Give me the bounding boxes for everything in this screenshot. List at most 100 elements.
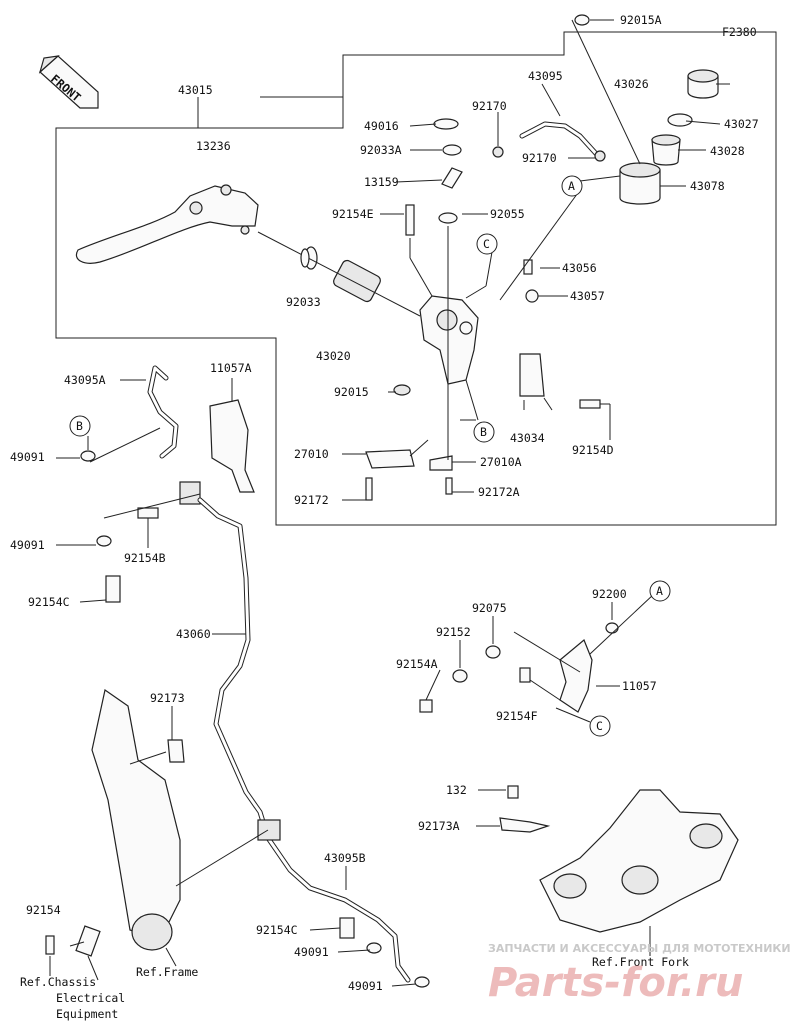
label-49091-lower1: 49091 <box>294 945 329 959</box>
label-92172: 92172 <box>294 493 329 507</box>
callout-c-upper <box>476 233 498 255</box>
callout-a-upper <box>561 175 583 197</box>
clamp-holder <box>519 353 545 397</box>
label-13236: 13236 <box>196 139 231 153</box>
watermark-logo: Parts-for.ru <box>488 960 743 1006</box>
label-43028: 43028 <box>710 144 745 158</box>
hose-clip-upper <box>492 146 504 158</box>
label-43026: 43026 <box>614 77 649 91</box>
master-cylinder-body <box>419 295 479 385</box>
bolt-92154B <box>137 507 159 519</box>
label-92173: 92173 <box>150 691 185 705</box>
label-92173A: 92173A <box>418 819 460 833</box>
bolt-92154F <box>519 667 531 683</box>
label-92075: 92075 <box>472 601 507 615</box>
watermark-tagline: ЗАПЧАСТИ И АКСЕССУАРЫ ДЛЯ МОТОТЕХНИКИ <box>488 942 791 955</box>
bolt-92154C-lower <box>339 917 355 939</box>
hose-clip-lower <box>594 150 606 162</box>
label-11057A: 11057A <box>210 361 252 375</box>
label-92154C-lower: 92154C <box>256 923 298 937</box>
label-49016: 49016 <box>364 119 399 133</box>
fork-hole-right <box>689 823 723 849</box>
label-43027: 43027 <box>724 117 759 131</box>
frame-section <box>91 688 181 941</box>
bolt-92154D <box>579 399 601 409</box>
label-92152: 92152 <box>436 625 471 639</box>
assembly-outline <box>55 31 777 526</box>
callout-b-lower <box>69 415 91 437</box>
label-43034: 43034 <box>510 431 545 445</box>
hose-joint <box>257 819 281 841</box>
label-49091-mid: 49091 <box>10 538 45 552</box>
callout-a-lower <box>649 580 671 602</box>
label-92170-upper: 92170 <box>472 99 507 113</box>
grommet-92152 <box>452 669 468 683</box>
clamp-92173A <box>499 817 551 833</box>
bleeder-cap <box>525 289 539 303</box>
washer-92200 <box>605 622 619 634</box>
switch-27010A <box>429 455 453 471</box>
label-92154F: 92154F <box>496 709 538 723</box>
o-ring <box>438 212 458 224</box>
label-92170-lower: 92170 <box>522 151 557 165</box>
clutch-hose <box>197 497 271 841</box>
callout-b-upper <box>473 421 495 443</box>
reservoir-cap <box>687 69 719 99</box>
label-43056: 43056 <box>562 261 597 275</box>
clutch-lever <box>75 184 259 264</box>
joint-block <box>179 481 201 505</box>
diaphragm <box>651 134 681 166</box>
callout-b-lower-text: B <box>76 419 83 433</box>
label-27010: 27010 <box>294 447 329 461</box>
collar-92075 <box>485 645 501 659</box>
label-92154C: 92154C <box>28 595 70 609</box>
ref-frame: Ref.Frame <box>136 965 198 979</box>
piston-kit <box>257 231 421 317</box>
steering-stem-head <box>539 789 739 933</box>
circlip-92033 <box>300 248 310 268</box>
label-49091-upper: 49091 <box>10 450 45 464</box>
bolt-92154 <box>45 935 55 955</box>
screw-92172 <box>365 477 373 501</box>
label-92154: 92154 <box>26 903 61 917</box>
connector-housing <box>75 925 101 957</box>
clutch-switch <box>365 449 415 469</box>
front-arrow-icon <box>38 55 99 109</box>
label-132: 132 <box>446 783 467 797</box>
ref-front-fork: Ref.Front Fork <box>592 955 689 969</box>
ref-chassis-line1: Ref.Chassis <box>20 975 96 989</box>
frame-tube-end <box>131 913 173 951</box>
label-11057: 11057 <box>622 679 657 693</box>
label-92033: 92033 <box>286 295 321 309</box>
washer-49091-lower1 <box>366 942 382 954</box>
clamp-92173 <box>167 739 185 763</box>
circlip-upper <box>442 144 462 156</box>
leader-lines <box>49 19 730 987</box>
label-92154B: 92154B <box>124 551 166 565</box>
bolt-92154E <box>405 204 415 236</box>
callout-a-upper-text: A <box>568 179 575 193</box>
callout-b-upper-text: B <box>480 425 487 439</box>
callout-c-lower-text: C <box>596 719 603 733</box>
label-49091-lower2: 49091 <box>348 979 383 993</box>
bolt-92154C <box>105 575 121 603</box>
cap-washer <box>433 118 459 130</box>
callout-c-lower <box>589 715 611 737</box>
label-43095B: 43095B <box>324 851 366 865</box>
label-92172A: 92172A <box>478 485 520 499</box>
reservoir <box>619 162 661 205</box>
label-92154E: 92154E <box>332 207 374 221</box>
ref-chassis-line3: Equipment <box>56 1007 118 1021</box>
washer-49091-lower2 <box>414 976 430 988</box>
label-92200: 92200 <box>592 587 627 601</box>
label-43057: 43057 <box>570 289 605 303</box>
ref-chassis-line2: Electrical <box>56 991 125 1005</box>
bracket-11057A <box>209 399 255 493</box>
bracket-11057 <box>559 639 593 713</box>
label-43015: 43015 <box>178 83 213 97</box>
nut-92015A <box>574 14 590 26</box>
callout-a-lower-text: A <box>656 584 663 598</box>
stem-hole <box>621 865 659 895</box>
label-92015A: 92015A <box>620 13 662 27</box>
